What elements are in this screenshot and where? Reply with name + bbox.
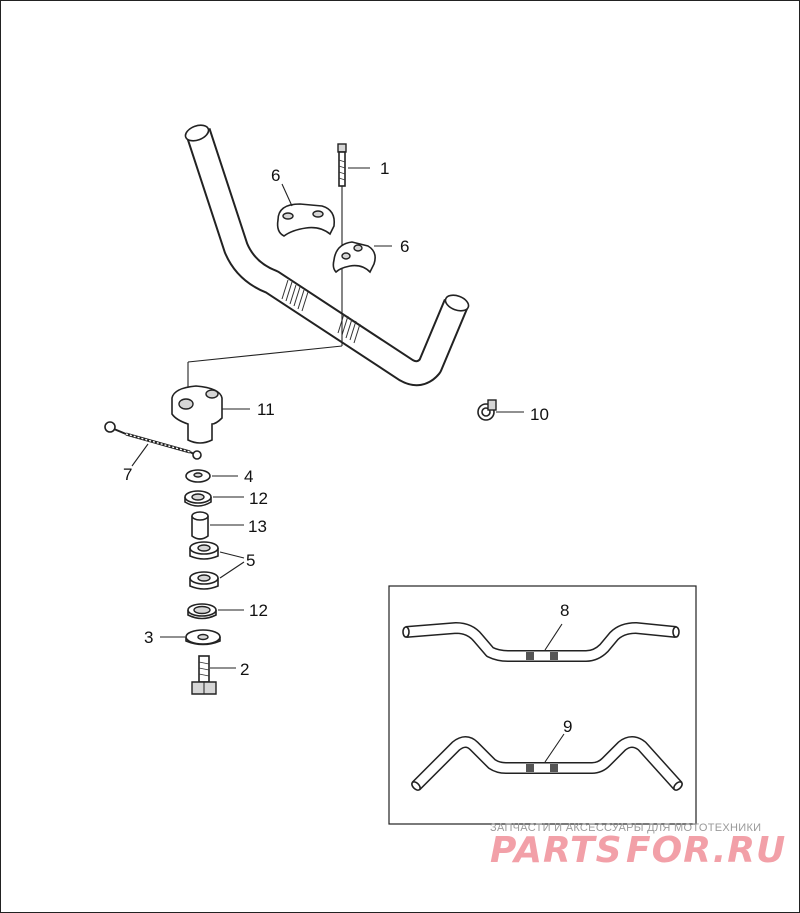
callout-12-lower: 12 [249,601,268,620]
inset-box [388,585,697,825]
cup-12-lower [187,603,244,620]
callout-6-left: 6 [271,166,280,185]
callout-5: 5 [246,551,255,570]
clamp-6-right [332,241,392,274]
callout-4: 4 [244,467,253,486]
handlebar-9 [411,733,683,791]
callout-10: 10 [530,405,549,424]
knurl-left [281,279,309,312]
callout-13: 13 [248,517,267,536]
bushing-5-upper [189,541,219,560]
callout-6-right: 6 [400,237,409,256]
clamp-6-left [276,183,336,237]
callout-3: 3 [144,628,153,647]
watermark-logo-right: FOR.RU [626,830,786,871]
cup-12-upper [184,490,244,507]
handlebar-8 [402,622,680,662]
callout-2: 2 [240,660,249,679]
callout-11: 11 [257,400,275,419]
watermark: ЗАПЧАСТИ И АКСЕССУАРЫ ДЛЯ МОТОТЕХНИКИ PA… [490,822,786,871]
bushings-leader [219,551,245,579]
callout-12-upper: 12 [249,489,268,508]
bolt-2 [191,655,236,695]
bushing-5-lower [189,571,219,590]
washer-3 [160,629,221,646]
sleeve-13 [191,511,244,540]
clip-10 [477,399,524,421]
callout-1: 1 [380,159,389,178]
watermark-logo-left: PARTS [490,830,623,871]
watermark-caption: ЗАПЧАСТИ И АКСЕССУАРЫ ДЛЯ МОТОТЕХНИКИ [490,822,761,834]
ground-strap-7 [104,421,202,467]
washer-4 [185,469,238,483]
riser-11 [171,385,250,444]
callout-7: 7 [123,465,132,484]
handlebar-main [184,124,470,387]
callout-8: 8 [560,601,569,620]
callout-9: 9 [563,717,572,736]
knurl-right [337,313,361,344]
